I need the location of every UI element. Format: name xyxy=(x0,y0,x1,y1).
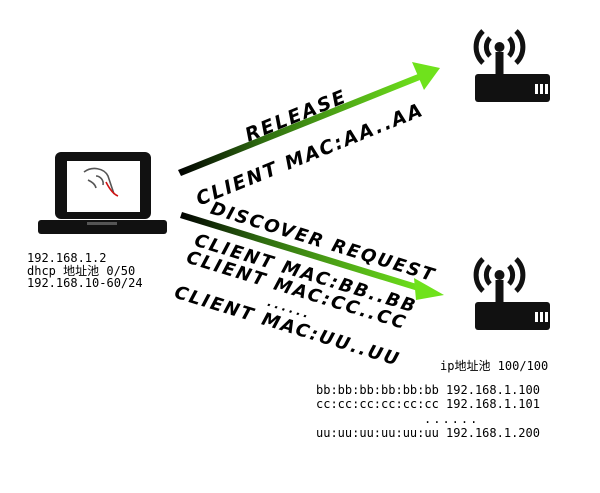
router-icon-bottom xyxy=(473,257,550,330)
discover-arrow xyxy=(180,212,444,300)
release-arrow xyxy=(178,62,440,176)
lease-row: bb:bb:bb:bb:bb:bb 192.168.1.100 xyxy=(316,383,540,397)
laptop-range: 192.168.10-60/24 xyxy=(27,276,143,290)
laptop-ip: 192.168.1.2 xyxy=(27,251,107,265)
lease-dots: ...... xyxy=(424,412,480,426)
laptop-icon xyxy=(38,152,167,234)
lease-row: cc:cc:cc:cc:cc:cc 192.168.1.101 xyxy=(316,397,540,411)
laptop-dhcp-pool: dhcp 地址池 0/50 xyxy=(27,263,136,278)
pool-title: ip地址池 100/100 xyxy=(440,359,549,373)
router-icon-top xyxy=(473,29,550,102)
lease-row-last: uu:uu:uu:uu:uu:uu 192.168.1.200 xyxy=(316,426,540,440)
